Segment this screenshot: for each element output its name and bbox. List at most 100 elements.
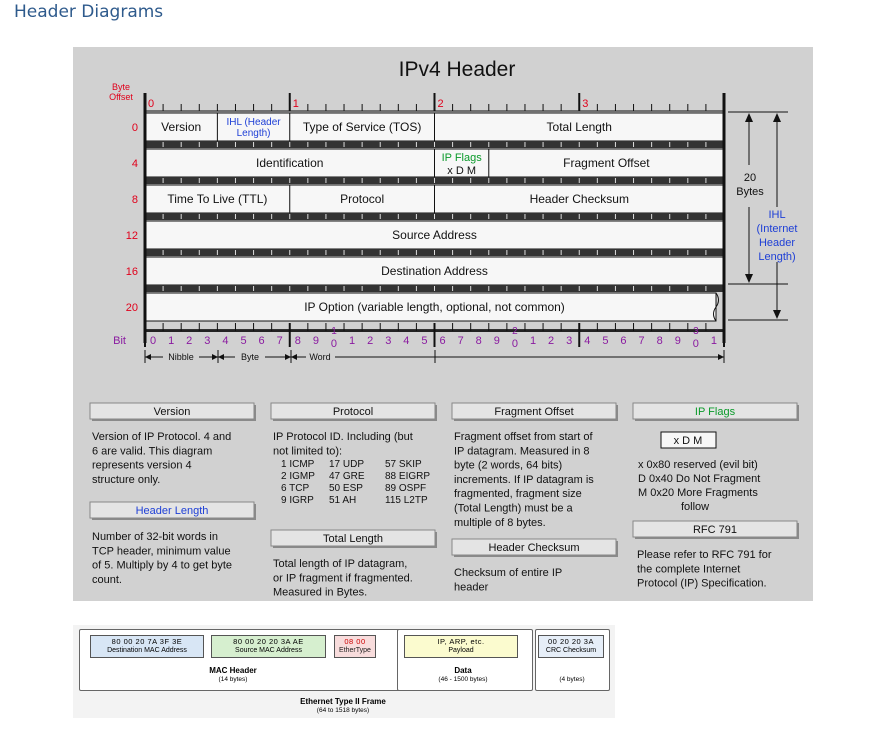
bit-number-tens: 3 — [693, 326, 699, 337]
frame-label: Ethernet Type II Frame(64 to 1518 bytes) — [300, 697, 386, 714]
row-offset: 0 — [132, 122, 138, 134]
bit-number: 6 — [620, 335, 626, 347]
total-length-legend-heading: Total Length — [323, 533, 383, 545]
ip-flags-item: D 0x40 Do Not Fragment — [638, 473, 760, 485]
protocol-table-cell: 115 L2TP — [385, 495, 428, 506]
ip-flags-bits: x D M — [674, 435, 703, 447]
diagram-title: IPv4 Header — [399, 58, 516, 81]
mac-header-label: MAC Header(14 bytes) — [209, 666, 257, 683]
byte-number: 1 — [293, 98, 299, 110]
bit-number: 0 — [150, 335, 156, 347]
protocol-table-cell: 9 IGRP — [281, 495, 314, 506]
bit-number: 8 — [295, 335, 301, 347]
total-length-field-label: Total Length — [547, 120, 612, 134]
bit-number: 0 — [512, 338, 518, 350]
bit-number: 9 — [313, 335, 319, 347]
byte-number: 2 — [437, 98, 443, 110]
ip-flags-legend-heading: IP Flags — [695, 406, 736, 418]
bit-number: 3 — [566, 335, 572, 347]
bit-number: 5 — [421, 335, 427, 347]
page-title: Header Diagrams — [14, 2, 164, 22]
option-wavy-edge — [713, 292, 719, 322]
protocol-table-cell: 89 OSPF — [385, 483, 426, 494]
row-offset: 8 — [132, 194, 138, 206]
bit-number: 8 — [476, 335, 482, 347]
unit-scale: Nibble Byte Word — [144, 350, 725, 363]
bit-number: 1 — [168, 335, 174, 347]
bit-number: 4 — [584, 335, 590, 347]
bit-number: 1 — [711, 335, 717, 347]
bit-number: 5 — [240, 335, 246, 347]
protocol-table-cell: 51 AH — [329, 495, 356, 506]
bit-number: 2 — [367, 335, 373, 347]
bit-number: 7 — [458, 335, 464, 347]
ip-flags-legend-heading-box — [632, 402, 798, 420]
protocol-table-cell: 17 UDP — [329, 459, 364, 470]
row-offset: 20 — [126, 302, 138, 314]
fragment-offset-legend-heading: Fragment Offset — [494, 406, 573, 418]
version-field-label: Version — [161, 120, 201, 134]
header-checksum-legend-heading-box — [451, 538, 617, 556]
bit-number: 6 — [439, 335, 445, 347]
ttl-field-label: Time To Live (TTL) — [167, 192, 267, 206]
bit-number-tens: 2 — [512, 326, 518, 337]
ip-option-field-label: IP Option (variable length, optional, no… — [304, 300, 565, 314]
bit-number-tens: 1 — [331, 326, 337, 337]
protocol-table-cell: 50 ESP — [329, 483, 363, 494]
ip-flags-item: x 0x80 reserved (evil bit) — [638, 459, 758, 471]
word-label: Word — [309, 352, 330, 362]
ip-flags-field-label: IP Flags — [442, 152, 483, 164]
bit-label: Bit — [113, 335, 126, 347]
identification-field-label: Identification — [256, 156, 323, 170]
protocol-legend-heading: Protocol — [333, 406, 373, 418]
bit-number: 8 — [657, 335, 663, 347]
protocol-table-cell: 1 ICMP — [281, 459, 315, 470]
crc-size-label: (4 bytes) — [559, 676, 585, 683]
protocol-table-cell: 6 TCP — [281, 483, 309, 494]
ip-flags-bits-box — [660, 431, 717, 449]
byte-number: 0 — [148, 98, 154, 110]
bit-number: 7 — [277, 335, 283, 347]
protocol-field-label: Protocol — [340, 192, 384, 206]
protocol-table-cell: 47 GRE — [329, 471, 365, 482]
fragment-offset-field-label: Fragment Offset — [563, 156, 650, 170]
protocol-legend-heading-box — [270, 402, 436, 420]
version-legend-heading-box — [89, 402, 255, 420]
bit-number: 7 — [639, 335, 645, 347]
header-length-legend-heading-box — [89, 501, 255, 519]
bit-number: 0 — [331, 338, 337, 350]
row-offset: 4 — [132, 158, 138, 170]
data-label: Data(46 - 1500 bytes) — [438, 666, 488, 683]
bit-number: 1 — [530, 335, 536, 347]
row-offset: 12 — [126, 230, 138, 242]
ip-flags-item: M 0x20 More Fragments — [638, 487, 758, 499]
bit-number: 2 — [548, 335, 554, 347]
bit-number: 3 — [204, 335, 210, 347]
bit-number: 3 — [385, 335, 391, 347]
header-length-legend-heading: Header Length — [136, 505, 209, 517]
rfc-legend-heading: RFC 791 — [693, 524, 737, 536]
ip-flags-field-bits: x D M — [447, 165, 476, 177]
total-length-legend-heading-box — [270, 529, 436, 547]
destination-address-field-label: Destination Address — [381, 264, 488, 278]
bit-number: 4 — [222, 335, 228, 347]
nibble-label: Nibble — [168, 352, 194, 362]
bit-number: 0 — [693, 338, 699, 350]
